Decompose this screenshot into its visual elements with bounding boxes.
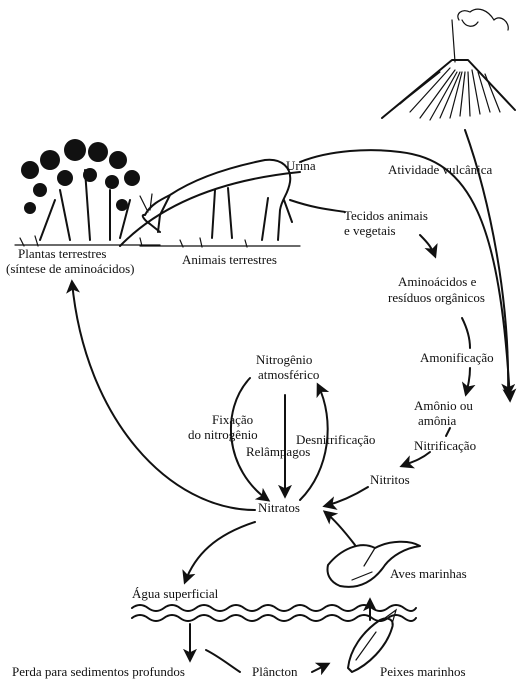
- label-aves: Aves marinhas: [390, 566, 467, 581]
- label-aminoacidos-2: resíduos orgânicos: [388, 290, 485, 305]
- label-peixes: Peixes marinhos: [380, 664, 466, 679]
- label-fixacao-2: do nitrogênio: [188, 427, 258, 442]
- volcano-icon: [382, 9, 515, 120]
- label-nitratos: Nitratos: [258, 500, 300, 515]
- water-waves-icon: [132, 605, 416, 621]
- label-fixacao-1: Fixação: [212, 412, 253, 427]
- label-aminoacidos-1: Aminoácidos e: [398, 274, 476, 289]
- label-nitritos: Nitritos: [370, 472, 410, 487]
- label-plantas-1: Plantas terrestres: [18, 246, 106, 261]
- label-plantas-2: (síntese de aminoácidos): [6, 261, 135, 276]
- label-plancton: Plâncton: [252, 664, 298, 679]
- label-urina: Urina: [286, 158, 316, 173]
- deer-icon: [140, 160, 300, 247]
- label-nitrogenio-2: atmosférico: [258, 367, 319, 382]
- label-animais: Animais terrestres: [182, 252, 277, 267]
- label-amonio-1: Amônio ou: [414, 398, 473, 413]
- label-tecidos-1: Tecidos animais: [344, 208, 428, 223]
- label-perda: Perda para sedimentos profundos: [12, 664, 185, 679]
- label-tecidos-2: e vegetais: [344, 223, 396, 238]
- label-relampagos: Relâmpagos: [246, 444, 310, 459]
- label-nitrogenio-1: Nitrogênio: [256, 352, 312, 367]
- label-nitrificacao: Nitrificação: [414, 438, 476, 453]
- label-agua: Água superficial: [132, 586, 218, 601]
- label-volcano: Atividade vulcânica: [388, 162, 492, 177]
- label-amonio-2: amônia: [418, 413, 456, 428]
- label-amonificacao: Amonificação: [420, 350, 494, 365]
